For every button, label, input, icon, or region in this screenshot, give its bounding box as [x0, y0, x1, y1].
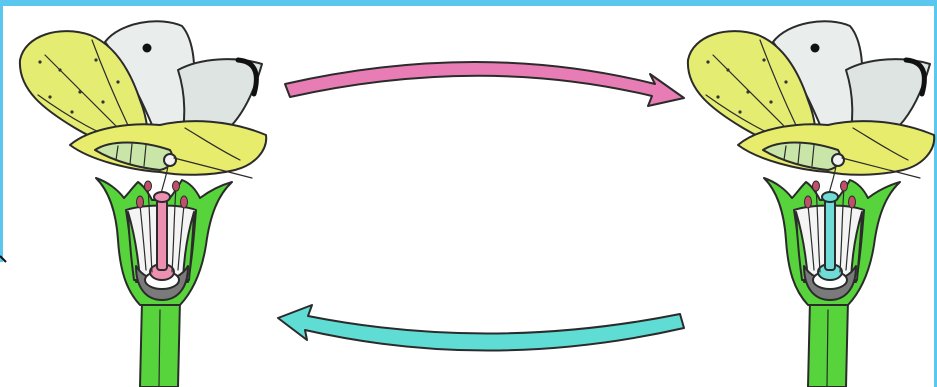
- left-anther-4: [173, 181, 180, 191]
- right-anther-4: [841, 181, 848, 191]
- left-anther-3: [145, 181, 152, 191]
- left-butterfly-head: [164, 154, 176, 166]
- right-butterfly-head: [832, 154, 844, 166]
- left-anther-1: [137, 196, 144, 208]
- left-stigma: [154, 192, 170, 202]
- left-anther-2: [181, 196, 188, 208]
- right-style: [825, 200, 835, 270]
- left-border: [0, 0, 3, 262]
- right-anther-2: [849, 196, 856, 208]
- right-anther-1: [805, 196, 812, 208]
- curved-arrow-right-icon: [285, 62, 684, 106]
- left-style: [157, 200, 167, 270]
- right-butterfly-on-flower-icon: [688, 21, 934, 387]
- right-stigma: [822, 192, 838, 202]
- left-butterfly-body: [95, 143, 172, 171]
- top-border: [0, 0, 937, 6]
- right-butterfly-body: [763, 143, 840, 171]
- right-anther-3: [813, 181, 820, 191]
- curved-arrow-left-icon: [278, 305, 684, 351]
- left-wing-spot: [143, 44, 152, 53]
- left-butterfly-on-flower-icon: [20, 21, 266, 387]
- right-wing-spot: [811, 44, 820, 53]
